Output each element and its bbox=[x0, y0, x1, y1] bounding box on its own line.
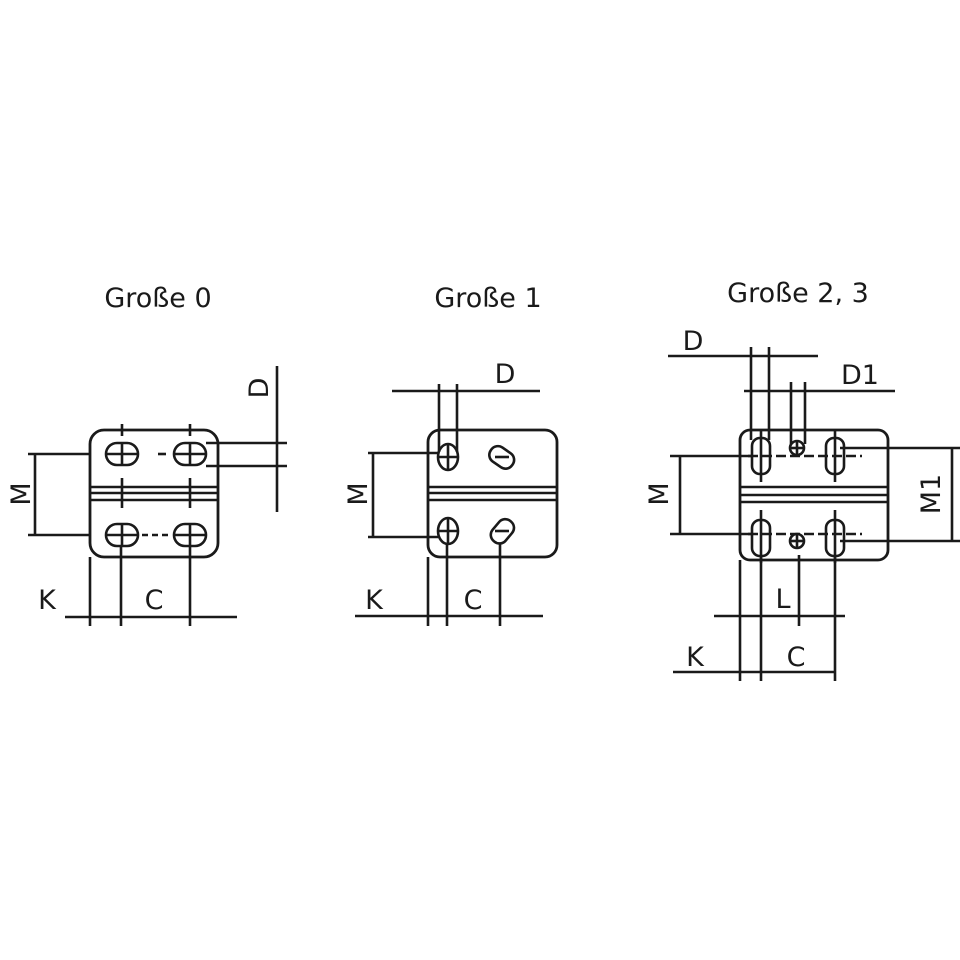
figure-size-1: Große 1 D M K C bbox=[343, 283, 559, 626]
dim-label-c: C bbox=[464, 585, 483, 616]
dim-label-d: D bbox=[495, 359, 516, 390]
figure-title: Große 2, 3 bbox=[727, 278, 869, 309]
dim-label-l: L bbox=[775, 584, 790, 615]
dim-label-d: D bbox=[244, 378, 275, 399]
dim-label-c: C bbox=[145, 585, 164, 616]
dim-label-k: K bbox=[38, 585, 57, 616]
dim-label-d1: D1 bbox=[841, 360, 879, 391]
dim-label-k: K bbox=[365, 585, 384, 616]
dim-label-m: M bbox=[343, 482, 374, 505]
dim-label-m: M bbox=[644, 482, 675, 505]
figure-title: Große 0 bbox=[104, 283, 211, 314]
dim-label-m1: M1 bbox=[916, 474, 947, 514]
figure-size-2-3: Große 2, 3 D D1 M M1 L K C bbox=[644, 278, 960, 681]
dim-label-c: C bbox=[787, 642, 806, 673]
figure-title: Große 1 bbox=[434, 283, 541, 314]
dim-label-d: D bbox=[683, 326, 704, 357]
figure-size-0: Große 0 M D K C bbox=[6, 283, 287, 626]
dim-label-m: M bbox=[6, 482, 37, 505]
dim-label-k: K bbox=[686, 642, 705, 673]
